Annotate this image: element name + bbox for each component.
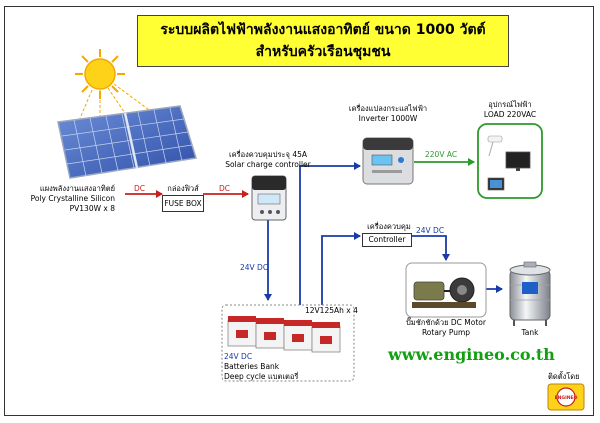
battery-bank-icon (221, 304, 355, 382)
edge-label-panel-to-fuse: DC (134, 184, 146, 193)
load-label: อุปกรณ์ไฟฟ้า LOAD 220VAC (470, 100, 550, 120)
solar-panel-label-spec: PV130W x 8 (69, 204, 115, 213)
installer-logo: ENGINEO (547, 383, 585, 411)
solar-panel-label: แผงพลังงานแสงอาทิตย์ Poly Crystalline Si… (31, 184, 115, 214)
edge-label-controller-to-battery: 24V DC (240, 263, 269, 272)
inverter-label-th: เครื่องแปลงกระแสไฟฟ้า (348, 104, 428, 113)
charge-controller-label-en: Solar charge controller (225, 160, 311, 169)
pump-label-en: Rotary Pump (421, 328, 471, 337)
inverter-label: เครื่องแปลงกระแสไฟฟ้า Inverter 1000W (342, 104, 434, 124)
battery-label-en: Batteries Bank (224, 362, 280, 371)
edge-battery-to-inverter (299, 162, 361, 305)
battery-label: 24V DC Batteries Bank Deep cycle แบตเตอร… (224, 352, 298, 382)
solar-panel-icon (57, 105, 197, 179)
pump-label: ปั๊มชักชักด้วย DC Motor Rotary Pump (396, 318, 496, 338)
controller-box: Controller (362, 233, 412, 247)
solar-panel-label-type: Poly Crystalline Silicon (30, 194, 115, 203)
charge-controller-icon (251, 175, 287, 221)
edge-label-controller-to-pump: 24V DC (416, 226, 445, 235)
title-line-1: ระบบผลิตไฟฟ้าพลังงานแสงอาทิตย์ ขนาด 1000… (160, 22, 486, 38)
charge-controller-label-th: เครื่องควบคุมประจุ 45A (229, 150, 307, 159)
solar-panel-label-th: แผงพลังงานแสงอาทิตย์ (39, 184, 115, 193)
battery-spec-label: 12V125Ah x 4 (305, 306, 358, 315)
controller-label-th: เครื่องควบคุม (367, 222, 411, 231)
battery-voltage-label: 24V DC (224, 352, 253, 361)
water-tank-icon (509, 261, 551, 326)
pump-label-th: ปั๊มชักชักด้วย DC Motor (406, 318, 486, 327)
load-label-en: LOAD 220VAC (483, 110, 537, 119)
inverter-icon (362, 137, 414, 185)
edge-label-fuse-to-controller: DC (219, 184, 231, 193)
title-line-2: สำหรับครัวเรือนชุมชน (255, 44, 391, 60)
title-banner: ระบบผลิตไฟฟ้าพลังงานแสงอาทิตย์ ขนาด 1000… (137, 15, 509, 67)
edge-label-inverter-to-load: 220V AC (425, 150, 458, 159)
fuse-box: FUSE BOX (162, 195, 204, 212)
load-label-th: อุปกรณ์ไฟฟ้า (488, 100, 532, 109)
load-appliances-icon (477, 123, 543, 199)
battery-label-type: Deep cycle แบตเตอรี่ (224, 372, 299, 381)
charge-controller-label: เครื่องควบคุมประจุ 45A Solar charge cont… (212, 150, 324, 170)
inverter-label-en: Inverter 1000W (358, 114, 418, 123)
logo-text: ENGINEO (555, 395, 578, 401)
tank-label: Tank (521, 328, 539, 337)
edge-controller-to-pump (395, 235, 450, 261)
fuse-box-label-th: กล่องฟิวส์ (167, 184, 199, 193)
installer-label: ติดตั้งโดย (548, 372, 580, 381)
website-url[interactable]: www.engineo.co.th (388, 345, 555, 364)
rotary-pump-icon (405, 262, 487, 318)
edge-battery-to-controller (321, 232, 361, 305)
